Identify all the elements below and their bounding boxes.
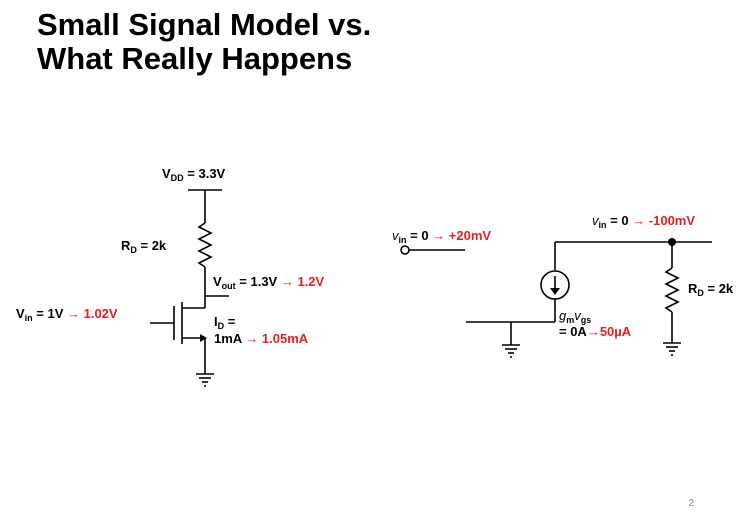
ground-icon [663,342,681,356]
current-source-icon [540,270,570,300]
arrow-right-icon: → [245,331,258,346]
slide-title: Small Signal Model vs. What Really Happe… [37,8,371,76]
arrow-right-icon: → [432,228,445,243]
id-label: ID = [214,314,236,331]
rd-resistor-icon [197,222,213,268]
id-value-label: 1mA → 1.05mA [214,331,309,346]
gm-value-label: = 0A→50µA [559,324,632,339]
arrow-right-icon: → [632,213,645,228]
small-vin-label: vin = 0 → +20mV [392,228,491,245]
ground-icon [502,344,520,358]
vout-label: Vout = 1.3V → 1.2V [213,274,325,291]
page-number: 2 [688,498,694,509]
left-circuit: VDD = 3.3V RD = 2k Vout = 1.3V → 1.2V Vi… [16,166,325,387]
arrow-right-icon: → [281,274,294,289]
rd-right-label: RD = 2k [688,281,734,298]
ground-icon [196,373,214,387]
vdd-label: VDD = 3.3V [162,166,226,183]
arrow-right-icon: → [67,306,80,321]
vin-label: Vin = 1V → 1.02V [16,306,118,323]
right-circuit: vin = 0 → +20mV vin = 0 → -100mV RD = 2k… [392,213,734,358]
nmos-transistor-icon [150,302,207,344]
arrow-right-icon: → [587,324,600,339]
source-arrow-icon [200,334,207,342]
rd-right-resistor-icon [664,267,680,313]
vin-terminal-icon [400,245,410,255]
arrow-down-icon [550,288,560,295]
slide-title-line-1: Small Signal Model vs. [37,7,372,42]
gm-vgs-label: gmvgs [559,308,591,325]
small-vout-label: vin = 0 → -100mV [592,213,695,230]
rd-label: RD = 2k [121,238,167,255]
slide-title-line-2: What Really Happens [37,41,353,76]
